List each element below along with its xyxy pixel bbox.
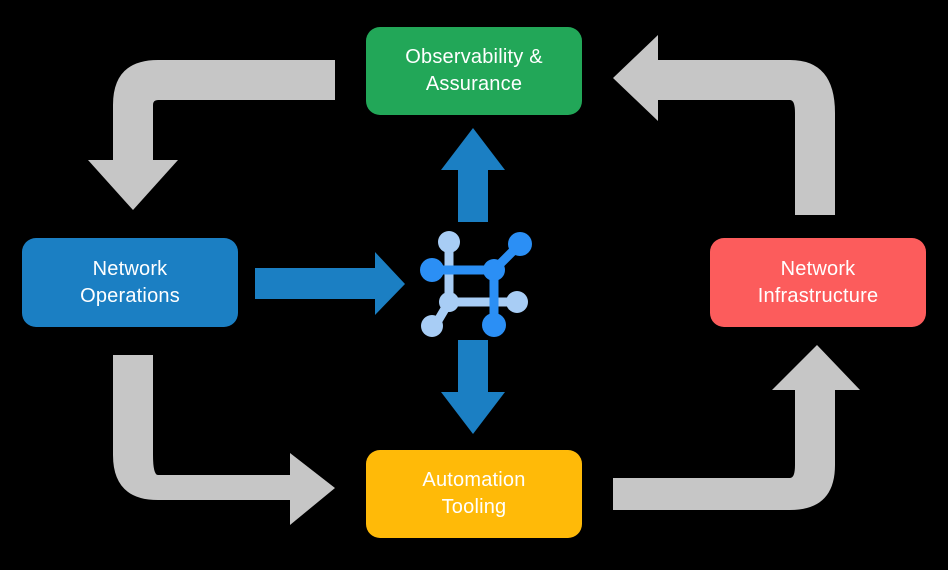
node-observability-label: Observability & Assurance: [405, 44, 543, 98]
node-operations-line2: Operations: [80, 284, 180, 307]
node-operations-line1: Network: [92, 257, 168, 280]
arrow-center-to-automation: [441, 340, 505, 434]
node-observability-assurance[interactable]: Observability & Assurance: [366, 27, 582, 115]
arrow-operations-to-center: [255, 252, 405, 315]
node-infrastructure-line1: Network: [780, 257, 856, 280]
network-topology-icon: [420, 231, 532, 337]
node-infrastructure-label: Network Infrastructure: [758, 256, 879, 310]
arrow-observability-to-operations: [88, 60, 335, 210]
node-automation-line1: Automation: [422, 469, 526, 491]
arrow-infrastructure-to-observability: [613, 35, 835, 215]
node-operations-label: Network Operations: [80, 256, 180, 310]
node-automation-tooling[interactable]: Automation Tooling: [366, 450, 582, 538]
arrow-center-to-observability: [441, 128, 505, 222]
node-observability-line2: Assurance: [425, 73, 523, 95]
node-network-infrastructure[interactable]: Network Infrastructure: [710, 238, 926, 327]
node-network-operations[interactable]: Network Operations: [22, 238, 238, 327]
arrow-automation-to-infrastructure: [613, 345, 860, 510]
arrow-operations-to-automation: [113, 355, 335, 525]
node-infrastructure-line2: Infrastructure: [757, 284, 879, 307]
node-automation-label: Automation Tooling: [422, 467, 525, 521]
node-observability-line1: Observability &: [405, 46, 543, 68]
node-automation-line2: Tooling: [441, 496, 507, 518]
